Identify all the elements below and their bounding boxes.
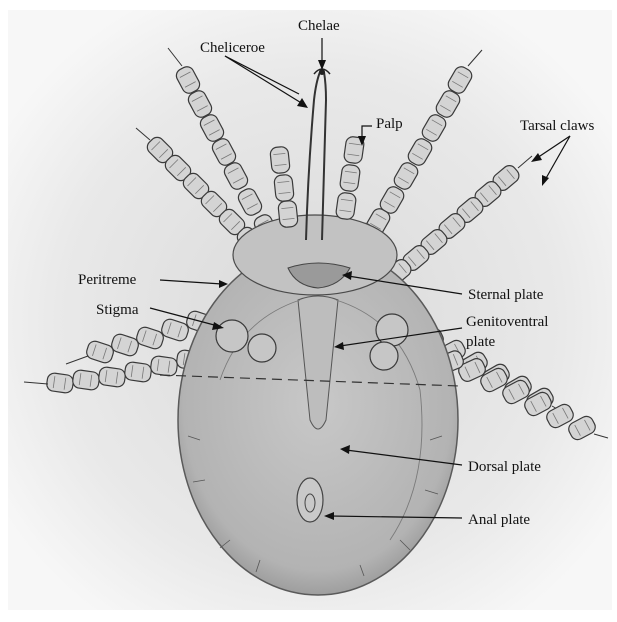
- label-dorsal-plate: Dorsal plate: [468, 459, 541, 475]
- label-palp: Palp: [376, 116, 403, 132]
- label-chelae: Chelae: [298, 18, 340, 34]
- label-tarsal-claws: Tarsal claws: [520, 118, 594, 134]
- anal-plate-shape: [297, 478, 323, 522]
- label-sternal-plate: Sternal plate: [468, 287, 544, 303]
- label-genitoventral-plate: plate: [466, 334, 495, 350]
- label-genitoventral: Genitoventral: [466, 314, 548, 330]
- label-peritreme: Peritreme: [78, 272, 137, 288]
- label-stigma: Stigma: [96, 302, 139, 318]
- label-anal-plate: Anal plate: [468, 512, 530, 528]
- label-cheliceroe: Cheliceroe: [200, 40, 265, 56]
